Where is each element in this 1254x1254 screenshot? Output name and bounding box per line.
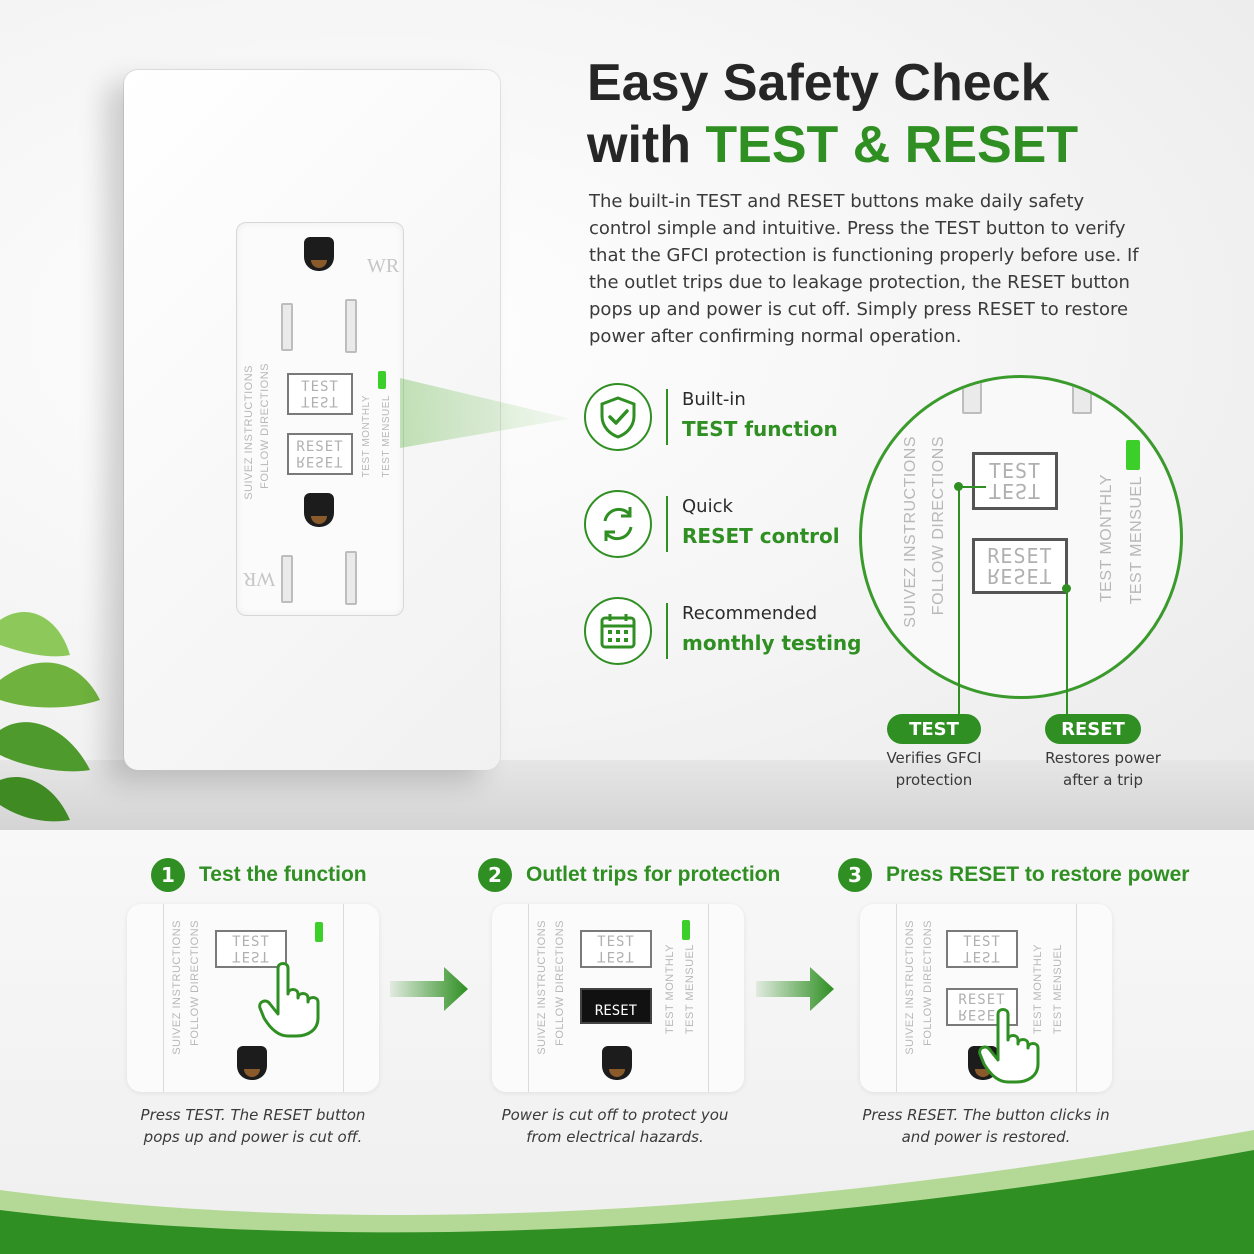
step-2-number: 2 bbox=[478, 858, 512, 892]
headline: Easy Safety Check with TEST & RESET bbox=[587, 52, 1227, 176]
feature-line-1: Quick bbox=[682, 496, 733, 517]
feature-line-2: TEST function bbox=[682, 417, 838, 441]
gfci-receptacle: WR FOLLOW DIRECTIONS SUIVEZ INSTRUCTIONS… bbox=[236, 222, 404, 616]
green-wave-decoration bbox=[0, 1130, 1254, 1254]
feature-line-2: RESET control bbox=[682, 524, 840, 548]
feature-line-2: monthly testing bbox=[682, 631, 862, 655]
wr-mark-top: WR bbox=[367, 255, 400, 277]
calendar-icon bbox=[584, 597, 652, 665]
headline-line-1: Easy Safety Check bbox=[587, 54, 1050, 112]
step-arrow-2-icon bbox=[756, 967, 834, 1011]
zoom-test-monthly: TEST MONTHLY bbox=[1098, 474, 1115, 603]
feature-line-1: Recommended bbox=[682, 603, 818, 624]
ground-hole-top bbox=[304, 237, 334, 271]
step-arrow-1-icon bbox=[390, 967, 468, 1011]
feature-divider bbox=[666, 496, 668, 552]
ground-hole-bottom bbox=[304, 493, 334, 527]
step-1-caption: Press TEST. The RESET button pops up and… bbox=[140, 1106, 366, 1146]
intro-paragraph: The built-in TEST and RESET buttons make… bbox=[589, 191, 1139, 347]
slot-top-right bbox=[345, 299, 357, 353]
follow-directions-text: FOLLOW DIRECTIONS bbox=[259, 363, 271, 489]
pointer-hand-icon bbox=[978, 1008, 1040, 1084]
step-3-caption: Press RESET. The button clicks in and po… bbox=[862, 1106, 1110, 1146]
test-callout-line-h bbox=[958, 486, 986, 488]
step-1-card: FOLLOW DIRECTIONS SUIVEZ INSTRUCTIONS TE… bbox=[127, 904, 379, 1092]
zoom-slot-left bbox=[962, 378, 982, 414]
step-1-test-button: TEST TEST bbox=[215, 930, 287, 968]
step-3-card: FOLLOW DIRECTIONS SUIVEZ INSTRUCTIONS TE… bbox=[860, 904, 1112, 1092]
reset-button[interactable]: RESET RESET bbox=[287, 433, 353, 475]
zoom-follow-directions: FOLLOW DIRECTIONS bbox=[930, 436, 947, 616]
feature-divider bbox=[666, 389, 668, 445]
zoom-slot-right bbox=[1072, 378, 1092, 414]
test-button[interactable]: TEST TEST bbox=[287, 373, 353, 415]
test-callout-line bbox=[958, 486, 960, 714]
reset-pill-label: RESET bbox=[1045, 714, 1141, 744]
feature-divider bbox=[666, 603, 668, 659]
step-2-test-button: TEST TEST bbox=[580, 930, 652, 968]
step-3-title: 3 Press RESET to restore power bbox=[838, 858, 1189, 892]
test-pill-caption: Verifies GFCI protection bbox=[886, 749, 982, 789]
zoom-reset-button: RESET RESET bbox=[972, 538, 1068, 594]
refresh-icon bbox=[584, 490, 652, 558]
status-led bbox=[378, 371, 386, 389]
zoom-detail-circle: FOLLOW DIRECTIONS SUIVEZ INSTRUCTIONS TE… bbox=[859, 375, 1183, 699]
step-2-caption: Power is cut off to protect you from ele… bbox=[501, 1106, 729, 1146]
step-3-reset-button: RESET RESET bbox=[946, 988, 1018, 1026]
headline-line-2: with TEST & RESET bbox=[587, 116, 1079, 174]
zoom-test-button: TEST TEST bbox=[972, 452, 1058, 510]
test-mensuel-text: TEST MENSUEL bbox=[381, 395, 392, 478]
step-2-text: Outlet trips for protection bbox=[526, 863, 781, 886]
suivez-instructions-text: SUIVEZ INSTRUCTIONS bbox=[243, 365, 255, 500]
feature-line-1: Built-in bbox=[682, 389, 746, 410]
slot-bottom-right bbox=[345, 551, 357, 605]
step-1-number: 1 bbox=[151, 858, 185, 892]
wr-mark-bottom: WR bbox=[243, 568, 276, 590]
shelf bbox=[0, 760, 1254, 830]
zoom-suivez-instructions: SUIVEZ INSTRUCTIONS bbox=[902, 436, 919, 628]
feature-test-function: Built-in TEST function bbox=[584, 383, 884, 453]
feature-monthly-testing: Recommended monthly testing bbox=[584, 597, 884, 667]
pointer-hand-icon bbox=[258, 962, 320, 1038]
slot-bottom-left bbox=[281, 555, 293, 603]
step-1-title: 1 Test the function bbox=[151, 858, 367, 892]
step-2-card: FOLLOW DIRECTIONS SUIVEZ INSTRUCTIONS TE… bbox=[492, 904, 744, 1092]
step-1-text: Test the function bbox=[199, 863, 367, 886]
plant-leaves-icon bbox=[0, 612, 100, 822]
reset-callout-line bbox=[1066, 588, 1068, 714]
step-3-text: Press RESET to restore power bbox=[886, 863, 1190, 886]
step-2-reset-popped: RESET bbox=[580, 988, 652, 1024]
test-pill-label: TEST bbox=[887, 714, 981, 744]
step-3-test-button: TEST TEST bbox=[946, 930, 1018, 968]
slot-top-left bbox=[281, 303, 293, 351]
zoom-test-mensuel: TEST MENSUEL bbox=[1128, 476, 1145, 605]
shield-check-icon bbox=[584, 383, 652, 451]
step-2-title: 2 Outlet trips for protection bbox=[478, 858, 780, 892]
test-monthly-text: TEST MONTHLY bbox=[361, 395, 372, 478]
reset-pill-caption: Restores power after a trip bbox=[1045, 749, 1161, 789]
step-3-number: 3 bbox=[838, 858, 872, 892]
zoom-status-led bbox=[1126, 440, 1140, 470]
feature-reset-control: Quick RESET control bbox=[584, 490, 884, 560]
